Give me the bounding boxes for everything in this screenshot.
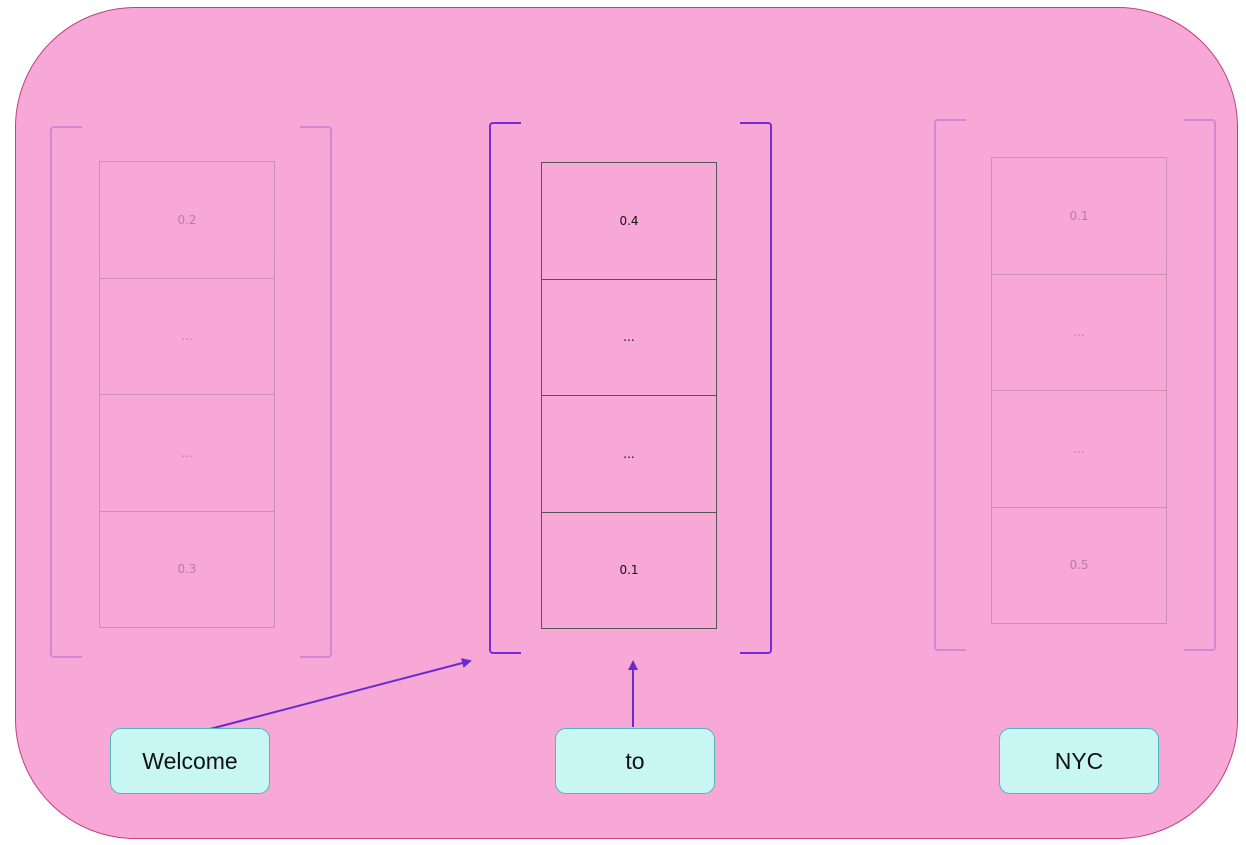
vector-3: 0.1 ... ... 0.5 [991, 157, 1167, 624]
vector-2-cell: 0.1 [541, 511, 717, 629]
vector-1-cell: 0.2 [99, 161, 275, 279]
vector-1: 0.2 ... ... 0.3 [99, 161, 275, 628]
vector-3-cell: ... [991, 390, 1167, 508]
vector-3-cell: 0.1 [991, 157, 1167, 275]
vector-1-left-bracket [50, 126, 82, 658]
vector-3-cell: ... [991, 273, 1167, 391]
word-box-welcome: Welcome [110, 728, 270, 794]
vector-3-right-bracket [1184, 119, 1216, 651]
vector-1-right-bracket [300, 126, 332, 658]
background-panel [15, 7, 1238, 839]
vector-2: 0.4 ... ... 0.1 [541, 162, 717, 629]
arrow-welcome-to-vector-2 [186, 658, 472, 736]
word-box-nyc: NYC [999, 728, 1159, 794]
vector-2-left-bracket [489, 122, 521, 654]
vector-1-cell: ... [99, 394, 275, 512]
vector-3-left-bracket [934, 119, 966, 651]
vector-1-cell: ... [99, 277, 275, 395]
vector-3-cell: 0.5 [991, 506, 1167, 624]
vector-1-cell: 0.3 [99, 510, 275, 628]
word-box-to: to [555, 728, 715, 794]
vector-2-right-bracket [740, 122, 772, 654]
